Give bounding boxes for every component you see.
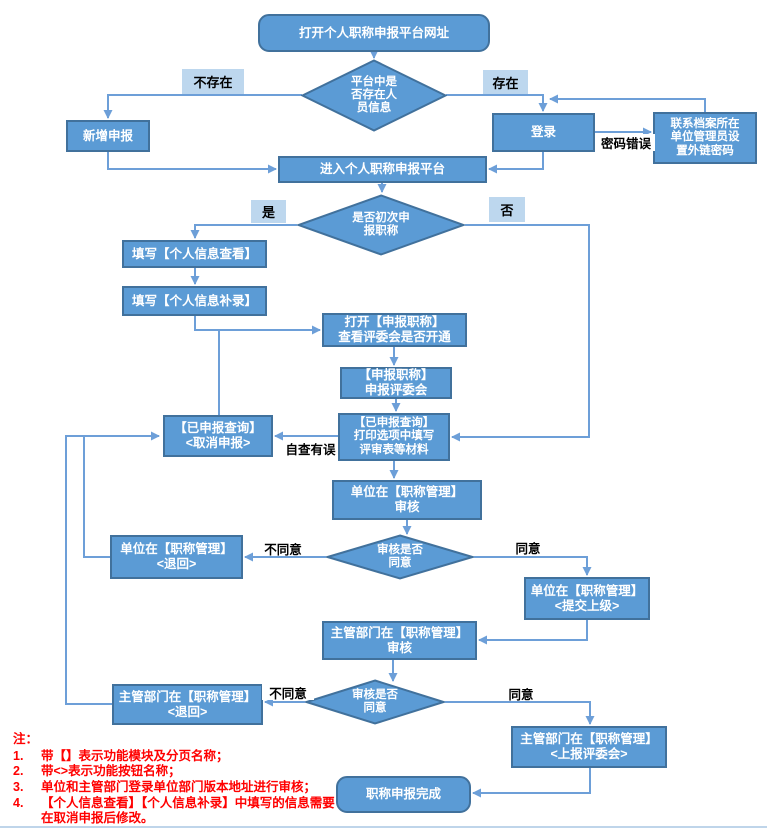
edge-label-unit-agree: 同意 [511,539,545,556]
edge-label-exist: 存在 [483,70,528,94]
connector-no-to-print-materials [451,224,590,442]
decision-dept-approve: 审核是否 同意 [305,679,445,725]
decision-unit-approve: 审核是否 同意 [326,534,474,580]
node-start: 打开个人职称申报平台网址 [258,14,490,52]
node-fill-info-view: 填写【个人信息查看】 [122,240,267,268]
edge-label-yes: 是 [251,200,286,223]
connector-submit-committee-to-finish [472,768,591,798]
connector-unit-return-to-cancel [83,436,110,558]
note-item: 2. 带<>表示功能按钮名称； [13,764,181,779]
node-dept-return: 主管部门在【职称管理】 <退回> [112,684,263,725]
connector-yes-to-fill-view [190,224,297,239]
node-finish: 职称申报完成 [336,776,471,813]
node-unit-return: 单位在【职称管理】 <退回> [110,535,243,579]
node-dept-submit-committee: 主管部门在【职称管理】 <上报评委会> [511,726,667,768]
edge-label-dept-disagree: 不同意 [262,684,314,701]
connector-not-exist-to-new-declare [103,94,302,119]
decision-platform-has-user: 平台中是 否存在人 员信息 [301,59,447,132]
edge-label-unit-disagree: 不同意 [257,540,309,557]
node-declare-committee: 【申报职称】 申报评委会 [340,367,452,399]
decision-first-time-declare: 是否初次申 报职称 [297,194,465,256]
edge-label-not-exist: 不存在 [182,69,244,94]
edge-label-self-check-error: 自查有误 [283,440,338,457]
notes: 注： 1. 带【】表示功能模块及分页名称； 2. 带<>表示功能按钮名称； 3.… [13,732,335,827]
connector-login-to-enter [488,152,544,174]
note-item: 1. 带【】表示功能模块及分页名称； [13,748,229,763]
node-unit-review: 单位在【职称管理】 审核 [332,480,482,520]
node-cancel-declare: 【已申报查询】 <取消申报> [163,415,273,457]
notes-title: 注： [13,732,39,746]
node-unit-submit: 单位在【职称管理】 <提交上级> [524,577,650,620]
edge-label-dept-agree: 同意 [504,685,538,702]
connector-dept-return-to-cancel [65,431,160,705]
page-edge-line [0,826,767,828]
node-fill-info-supplement: 填写【个人信息补录】 [122,286,267,316]
connector-exist-to-login [446,94,548,112]
node-contact-admin: 联系档案所在 单位管理员设 置外链密码 [653,112,757,164]
note-item: 3. 单位和主管部门登录单位部门版本地址进行审核； [13,779,317,794]
connector-dept-agree-to-submit-committee [445,701,595,725]
node-login: 登录 [492,113,595,152]
connector-unit-agree-to-submit [474,556,592,576]
edge-label-password-error: 密码错误 [597,134,655,151]
node-dept-review: 主管部门在【职称管理】 审核 [322,621,477,660]
connector-submit-to-dept-review [478,620,588,645]
connector-supplement-to-open-declare [194,316,321,335]
connector-contact-admin-return [549,94,706,112]
edge-label-no: 否 [489,197,525,222]
node-enter-platform: 进入个人职称申报平台 [278,156,487,183]
connector-new-declare-to-enter [107,152,277,174]
node-print-materials: 【已申报查询】 打印选项中填写 评审表等材料 [338,413,450,461]
note-item: 4. 【个人信息查看】【个人信息补录】中填写的信息需要在取消申报后修改。 [13,795,335,826]
node-open-declare-check-committee: 打开【申报职称】 查看评委会是否开通 [322,313,467,347]
node-new-declare: 新增申报 [66,120,150,152]
